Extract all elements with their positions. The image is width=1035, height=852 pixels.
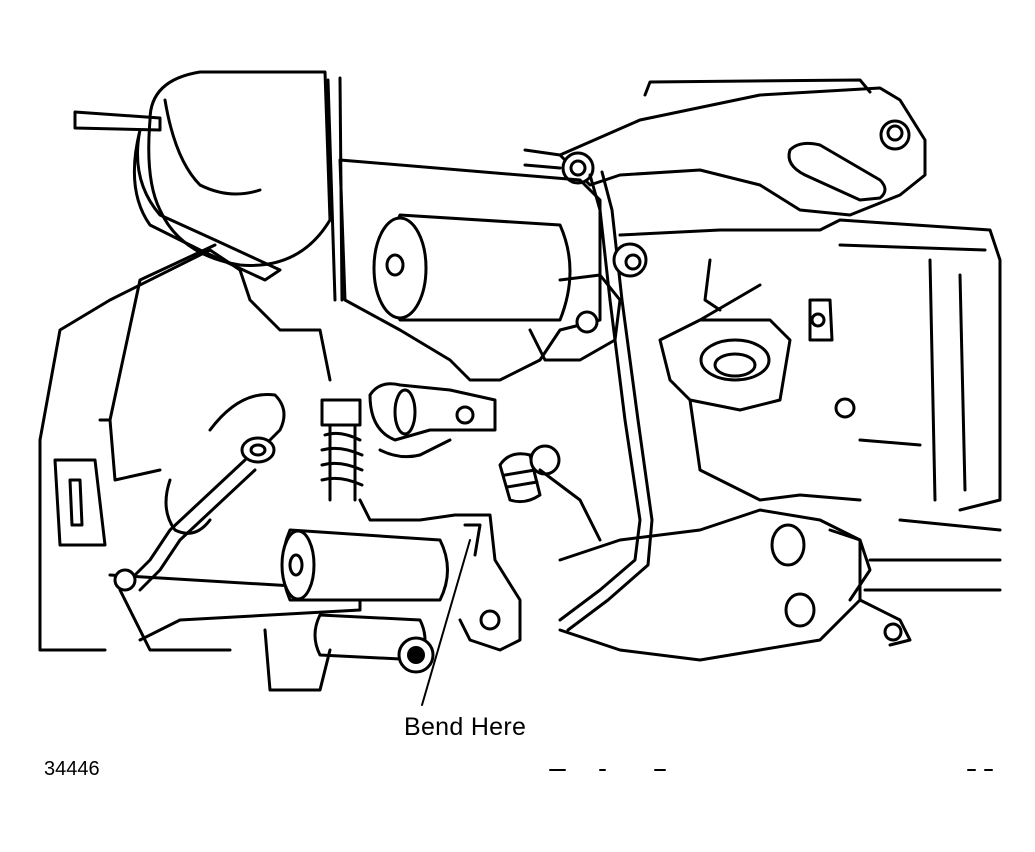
central-body [338, 158, 622, 382]
throttle-shaft [358, 382, 497, 522]
idle-screw-spring [320, 398, 364, 502]
bend-here-label: Bend Here [404, 713, 527, 741]
round-housing [132, 70, 344, 302]
left-bracket [38, 243, 332, 652]
link-rod [558, 170, 654, 632]
throttle-lever [523, 78, 927, 217]
bend-point-bushing [397, 636, 435, 674]
callout-leader [421, 539, 471, 706]
right-body [612, 218, 1002, 512]
lower-right-bracket [558, 508, 1002, 662]
figure-number: 34446 [44, 758, 100, 780]
fast-idle-bracket [453, 444, 602, 652]
top-left-rod [73, 110, 162, 132]
left-linkage [108, 392, 362, 652]
lower-cylinder [263, 528, 449, 692]
